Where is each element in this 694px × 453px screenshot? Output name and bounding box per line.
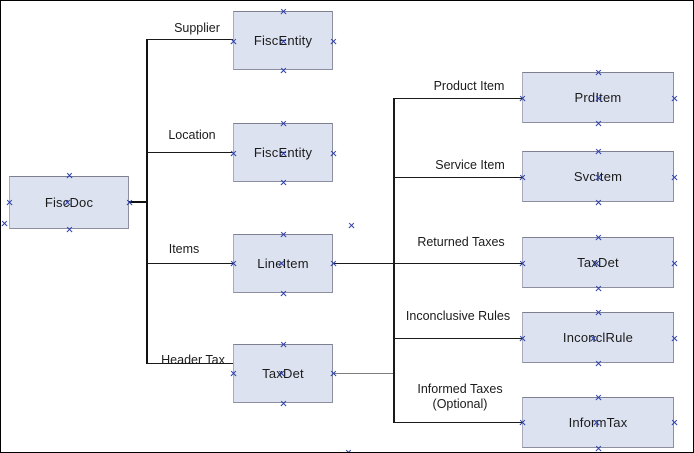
node-taxdet[interactable]: TaxDet (522, 237, 674, 288)
node-taxdet-label: TaxDet (577, 255, 619, 270)
edge-label-service-item: Service Item (435, 158, 505, 172)
node-inconclrule-label: InconclRule (562, 330, 634, 345)
node-fiscdoc[interactable]: FiscDoc (9, 176, 129, 229)
connector-service-item (393, 177, 523, 178)
node-prditem[interactable]: PrdItem (522, 72, 674, 123)
node-fiscdoc-label: FiscDoc (44, 195, 94, 210)
edge-label-supplier: Supplier (174, 21, 220, 35)
connector-headertax (147, 363, 233, 364)
node-lineitem-label: LineItem (257, 256, 309, 271)
node-lineitem[interactable]: LineItem (233, 234, 333, 293)
node-headertax-taxdet-label: TaxDet (262, 366, 304, 381)
node-prditem-label: PrdItem (574, 90, 622, 105)
connector-product-item (393, 98, 523, 99)
edge-label-inconclusive-rules: Inconclusive Rules (405, 309, 511, 323)
edge-label-header-tax: Header Tax (161, 353, 225, 367)
connector-right-trunk (393, 98, 395, 422)
node-svcitem[interactable]: SvcItem (522, 151, 674, 202)
node-informtax[interactable]: InformTax (522, 397, 674, 448)
connector-location (147, 152, 233, 153)
connector-returned-taxes (393, 263, 523, 264)
connector-inconclusive-rules (393, 338, 523, 339)
node-headertax-taxdet[interactable]: TaxDet (233, 344, 333, 403)
connector-items (147, 263, 233, 264)
node-location-fiscentity[interactable]: FiscEntity (233, 123, 333, 182)
node-supplier-fiscentity-label: FiscEntity (253, 33, 313, 48)
connector-lineitem-stem (333, 263, 394, 264)
edge-label-product-item: Product Item (433, 79, 505, 93)
edge-label-location: Location (168, 128, 216, 142)
edge-label-items: Items (168, 242, 200, 256)
handle-icon[interactable] (348, 222, 355, 229)
edge-label-returned-taxes: Returned Taxes (417, 235, 505, 249)
node-inconclrule[interactable]: InconclRule (522, 312, 674, 363)
connector-informed-taxes (393, 422, 523, 423)
connector-fiscdoc-stem (129, 201, 147, 203)
handle-icon[interactable] (345, 449, 352, 453)
node-svcitem-label: SvcItem (573, 169, 623, 184)
node-supplier-fiscentity[interactable]: FiscEntity (233, 11, 333, 70)
node-informtax-label: InformTax (568, 415, 628, 430)
edge-label-informed-taxes: Informed Taxes (Optional) (417, 382, 503, 411)
connector-left-trunk (146, 39, 148, 364)
connector-headertax-stem (333, 373, 394, 374)
connector-supplier (147, 39, 233, 40)
node-location-fiscentity-label: FiscEntity (253, 145, 313, 160)
handle-icon[interactable] (1, 220, 8, 227)
